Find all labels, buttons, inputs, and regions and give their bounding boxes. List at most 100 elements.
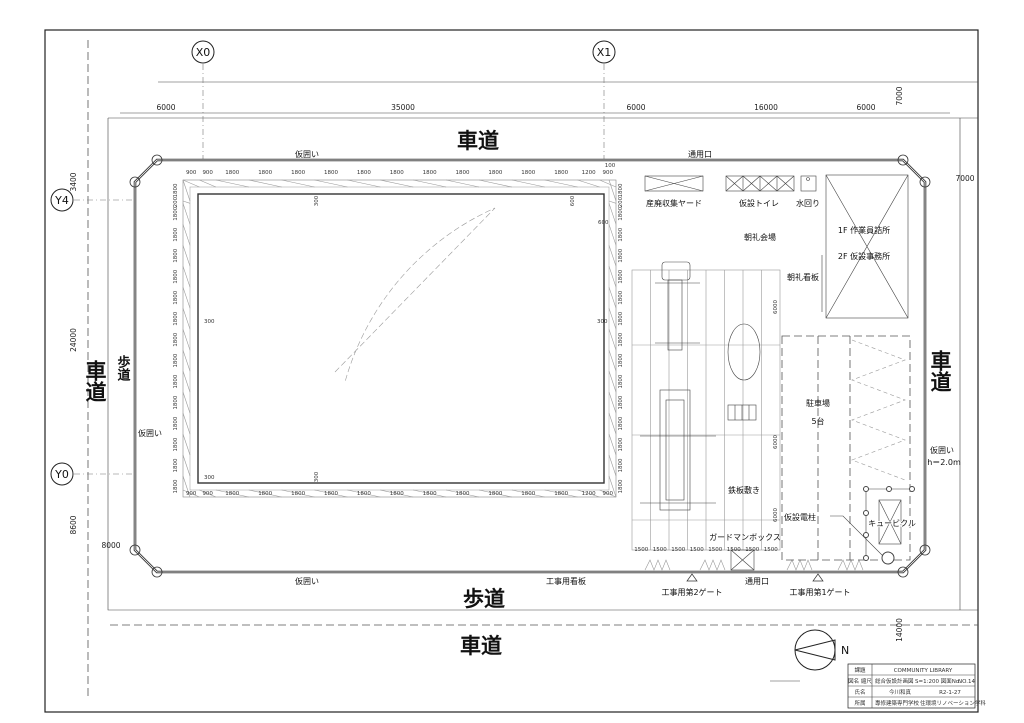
scaffold-dimension: 1800 — [173, 353, 179, 367]
scaffold-brace — [347, 489, 381, 498]
scaffold-dimension: 1800 — [173, 311, 179, 325]
scaffold-brace — [511, 489, 545, 498]
fence-label-top: 仮囲い — [295, 149, 319, 159]
scaffold-brace — [608, 200, 617, 204]
scaffold-dimension: 1800 — [225, 491, 239, 497]
scaffold-brace — [608, 245, 617, 267]
scaffold-brace — [413, 179, 447, 188]
scaffold-dimension: 1800 — [173, 227, 179, 241]
plate-dimension: 1500 — [634, 547, 648, 553]
scaffold-dimension: 1800 — [357, 170, 371, 176]
temporary-toilet: 仮設トイレ — [725, 175, 795, 208]
svg-text:ガードマンボックス: ガードマンボックス — [709, 532, 781, 542]
sidewalk-label-left: 歩道 — [115, 354, 131, 382]
mixer-truck — [727, 323, 761, 421]
water-station: 水回り — [796, 175, 820, 208]
scaffold-brace — [347, 179, 381, 188]
offset-label: 300 — [204, 319, 215, 325]
scaffold-dimension: 1800 — [456, 491, 470, 497]
scaffold-brace — [608, 454, 617, 477]
svg-text:工事用第1ゲート: 工事用第1ゲート — [789, 587, 850, 597]
scaffold-brace — [182, 224, 191, 246]
north-arrow: N — [794, 629, 849, 671]
scaffold-dimension: 1800 — [173, 183, 179, 197]
scaffold-dimension: 1800 — [618, 290, 624, 304]
title-block-sheet-no: NO.14 — [958, 679, 975, 685]
title-block-label: 図名 縮尺 — [848, 677, 872, 685]
scaffold-brace — [199, 179, 217, 188]
scaffold-dimension: 900 — [202, 170, 213, 176]
scaffold-brace — [182, 245, 191, 267]
scaffold-dimension: 1800 — [173, 206, 179, 220]
svg-text:1F 作業員詰所: 1F 作業員詰所 — [838, 225, 890, 235]
scaffold-brace — [199, 489, 217, 498]
scaffold-brace — [478, 489, 512, 498]
road-label-right: 車道 — [928, 350, 952, 392]
plate-dimension: 1500 — [653, 547, 667, 553]
title-block-value: 今川和真 — [889, 688, 912, 696]
svg-text:24000: 24000 — [69, 328, 78, 352]
temporary-power: 仮設電柱 — [784, 486, 915, 565]
scaffold-dimension: 1800 — [618, 437, 624, 451]
fence-height: h＝2.0m — [927, 458, 961, 467]
scaffold-brace — [446, 489, 480, 498]
assembly-board-label: 朝礼看板 — [787, 272, 819, 282]
offset-label: 600 — [598, 220, 609, 226]
road-label-top: 車道 — [457, 129, 499, 153]
service-entrance-top-label: 通用口 — [688, 149, 712, 159]
scaffold-dimension: 1800 — [173, 269, 179, 283]
plate-vertical-dim: 6000 — [773, 300, 779, 314]
scaffold-dimension: 900 — [603, 491, 614, 497]
scaffold-dimension: 900 — [186, 491, 197, 497]
svg-text:X0: X0 — [196, 46, 211, 59]
offset-label: 300 — [204, 475, 215, 481]
scaffold-brace — [413, 489, 447, 498]
scaffold-brace — [608, 392, 617, 414]
svg-text:Y4: Y4 — [54, 194, 69, 207]
scaffold-brace — [182, 329, 191, 351]
svg-text:8600: 8600 — [69, 515, 78, 534]
scaffold-brace — [608, 434, 617, 456]
scaffold-dimension: 1200 — [582, 491, 596, 497]
svg-text:16000: 16000 — [754, 103, 778, 112]
scaffold-brace — [446, 179, 480, 188]
plate-vertical-dim: 6000 — [773, 508, 779, 522]
scaffold-dimension: 1800 — [390, 491, 404, 497]
scaffold-brace — [281, 179, 315, 188]
top-dimensions: 6000 35000 6000 16000 6000 7000 7000 340… — [69, 86, 975, 642]
scaffold-dimension: 1800 — [173, 248, 179, 262]
scaffold-dimension: 1800 — [423, 170, 437, 176]
scaffold-brace — [215, 489, 249, 498]
svg-text:水回り: 水回り — [796, 198, 820, 208]
scaffold-dimension: 1800 — [618, 227, 624, 241]
title-block-value: COMMUNITY LIBRARY — [894, 668, 953, 674]
scaffold-brace — [608, 475, 617, 498]
road-label-left: 車道 — [83, 360, 107, 402]
gate-1: 工事用第1ゲート — [789, 573, 851, 597]
cubicle: キュービクル — [867, 499, 917, 545]
title-block-department: 住環境リノベーション学科 — [920, 699, 986, 707]
steel-plate-area: 鉄板敷き — [631, 269, 781, 551]
svg-text:6000: 6000 — [156, 103, 175, 112]
scaffold-brace — [182, 200, 191, 204]
scaffold-brace — [544, 179, 578, 188]
svg-text:産廃収集ヤード: 産廃収集ヤード — [646, 198, 702, 208]
scaffold-brace — [608, 329, 617, 351]
scaffold-dimension: 1800 — [225, 170, 239, 176]
scaffold-dimension: 1800 — [291, 170, 305, 176]
guard-box: ガードマンボックス — [709, 532, 781, 571]
sidewalk-label-bottom: 歩道 — [463, 587, 505, 611]
svg-text:鉄板敷き: 鉄板敷き — [728, 485, 760, 495]
crawler-crane — [640, 261, 716, 511]
scaffold-dimension: 1800 — [423, 491, 437, 497]
svg-text:仮設電柱: 仮設電柱 — [784, 512, 816, 522]
scaffold-dimension: 1200 — [582, 170, 596, 176]
scaffold-brace — [182, 434, 191, 456]
scaffold-brace — [608, 179, 617, 202]
scaffold-brace — [215, 179, 249, 188]
scaffold-dimension: 1800 — [618, 206, 624, 220]
scaffold-brace — [380, 489, 414, 498]
road-label-bottom: 車道 — [460, 634, 502, 658]
offset-label: 300 — [597, 319, 608, 325]
